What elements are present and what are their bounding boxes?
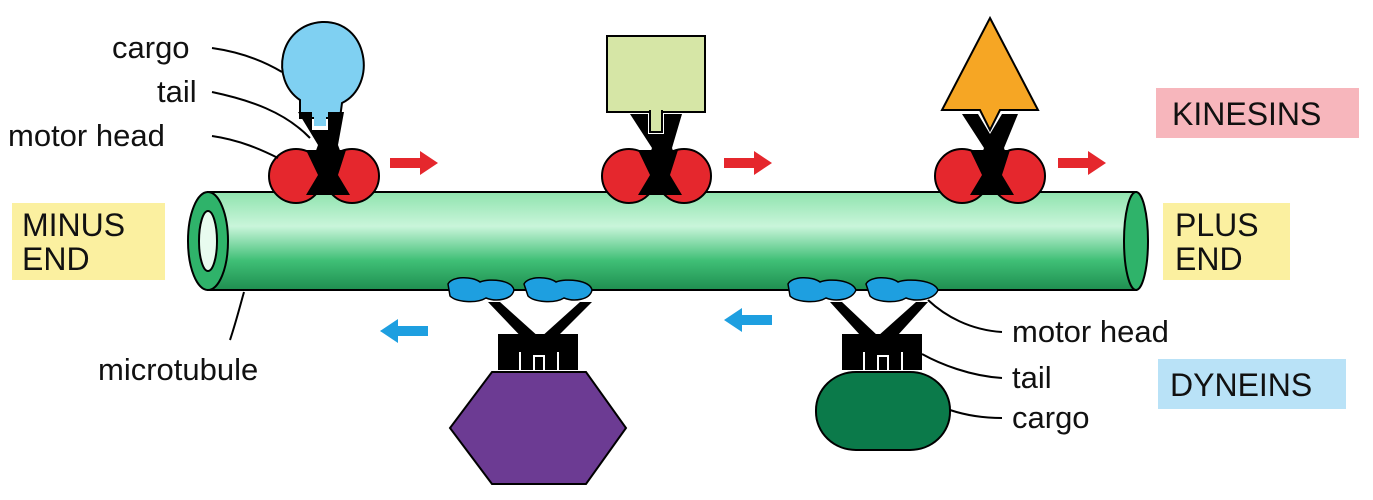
arrow-left-1 bbox=[380, 319, 428, 343]
plus-end-label-line1: PLUS bbox=[1175, 207, 1259, 243]
dynein-stalks-1 bbox=[488, 302, 592, 346]
plus-end-label-line2: END bbox=[1175, 241, 1243, 277]
leader-microtubule bbox=[229, 291, 245, 341]
kinesin-motor-1 bbox=[268, 20, 380, 204]
leader-dynein-motor-head bbox=[927, 299, 1003, 333]
kinesin-tail-label: tail bbox=[157, 74, 197, 109]
kinesins-box: KINESINS bbox=[1156, 88, 1359, 138]
plus-end-box: PLUS END bbox=[1163, 203, 1290, 280]
dynein-motor-2 bbox=[787, 277, 951, 451]
leader-dynein-tail bbox=[921, 353, 1003, 379]
leader-dynein-cargo bbox=[949, 409, 1003, 419]
dynein-motor-head-label: motor head bbox=[1012, 314, 1169, 349]
dynein-cargo-label: cargo bbox=[1012, 400, 1090, 435]
dyneins-label: DYNEINS bbox=[1170, 367, 1312, 403]
cargo-oval bbox=[815, 371, 951, 451]
leader-kinesin-tail bbox=[211, 91, 311, 139]
leader-kinesin-cargo bbox=[211, 47, 283, 73]
kinesin-motor-3 bbox=[934, 15, 1046, 204]
kinesin-motor-head-label: motor head bbox=[8, 118, 165, 153]
dyneins-box: DYNEINS bbox=[1158, 359, 1346, 409]
microtubule-label: microtubule bbox=[98, 352, 258, 387]
minus-end-label-line1: MINUS bbox=[22, 207, 125, 243]
dynein-tail-2 bbox=[842, 334, 922, 370]
arrow-right-1 bbox=[390, 151, 438, 175]
leader-lines bbox=[211, 47, 1003, 419]
arrow-right-3 bbox=[1058, 151, 1106, 175]
dynein-tail-label: tail bbox=[1012, 360, 1052, 395]
microtubule bbox=[187, 191, 1149, 291]
kinesin-cargo-label: cargo bbox=[112, 30, 190, 65]
cargo-hexagon bbox=[448, 371, 628, 485]
kinesins-label: KINESINS bbox=[1172, 96, 1321, 132]
dynein-tail-1 bbox=[498, 334, 578, 370]
dynein-motor-1 bbox=[447, 277, 628, 485]
minus-direction-arrows bbox=[380, 308, 772, 343]
dynein-head-2a bbox=[787, 277, 857, 303]
plus-direction-arrows bbox=[390, 151, 1106, 175]
kinesin-motor-2 bbox=[601, 35, 712, 204]
minus-end-box: MINUS END bbox=[12, 203, 165, 280]
minus-end-label-line2: END bbox=[22, 241, 90, 277]
leader-kinesin-motor-head bbox=[211, 135, 279, 159]
arrow-right-2 bbox=[724, 151, 772, 175]
cargo-round bbox=[281, 20, 365, 119]
arrow-left-2 bbox=[724, 308, 772, 332]
cargo-square bbox=[606, 35, 706, 113]
cargo-triangle bbox=[940, 15, 1040, 133]
dynein-head-1b bbox=[523, 277, 593, 303]
dynein-head-1a bbox=[447, 277, 515, 303]
dynein-head-2b bbox=[865, 277, 939, 303]
